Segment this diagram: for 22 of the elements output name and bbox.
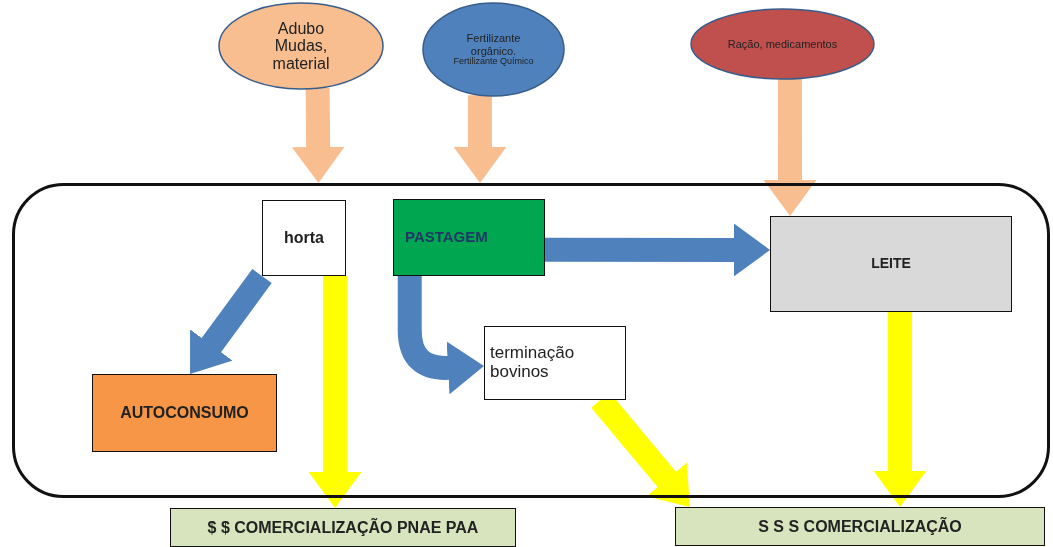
node-label: Fertilizante orgânico. [465, 32, 522, 57]
node-label: horta [284, 229, 324, 247]
process-box [393, 199, 545, 276]
input-ellipse [690, 8, 875, 80]
node-label: Adubo Mudas, material [271, 19, 331, 73]
node-label: Ração, medicamentos [727, 37, 838, 51]
farm-boundary [12, 183, 1050, 498]
process-box [770, 216, 1012, 312]
input-ellipse [218, 2, 384, 90]
process-box [92, 374, 277, 452]
node-label: LEITE [871, 256, 911, 272]
node-label: Fertilizante Químico [453, 56, 534, 67]
process-box [262, 200, 346, 276]
node-label: S S S COMERCIALIZAÇÃO [758, 517, 962, 536]
node-label: PASTAGEM [404, 229, 488, 246]
node-label: AUTOCONSUMO [120, 404, 249, 422]
node-label: terminação bovinos [490, 344, 576, 382]
node-label: $ $ COMERCIALIZAÇÃO PNAE PAA [207, 518, 479, 537]
input-ellipse [422, 2, 565, 97]
process-box [484, 326, 626, 400]
output-box [675, 507, 1045, 546]
output-box [170, 508, 516, 547]
